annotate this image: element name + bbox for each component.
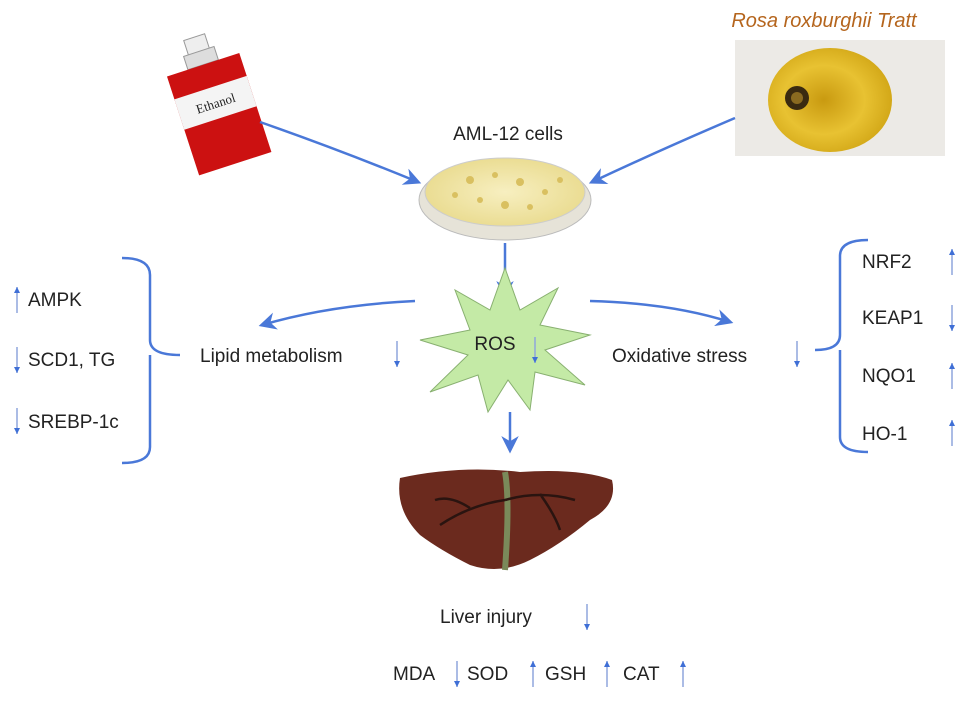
oxidative-item-nrf2: NRF2 [862,252,912,273]
lipid-item-scd1-tg: SCD1, TG [28,350,115,371]
lipid-item-ampk: AMPK [28,290,82,311]
liver-icon [399,469,614,571]
scd1-tg-down-arrow-icon [14,347,20,373]
ho1-up-arrow-icon [949,420,955,446]
ampk-up-arrow-icon [14,287,20,313]
direction-indicators [14,249,955,687]
rosa-roxburghii-photo [735,40,945,156]
ros-down-arrow-icon [532,337,538,363]
marker-cat: CAT [623,664,660,685]
liver-injury-down-arrow-icon [584,604,590,630]
petri-dish-icon [418,157,592,241]
ros-star-icon [419,266,592,414]
arrow-ros-to-lipid [258,299,416,330]
arrow-ethanol-to-cells [259,120,422,185]
lipid-down-arrow-icon [394,341,400,367]
lipid-label: Lipid metabolism [200,346,343,367]
nrf2-up-arrow-icon [949,249,955,275]
marker-sod: SOD [467,664,508,685]
oxidative-bracket [814,238,869,454]
lipid-bracket [121,256,181,465]
oxidative-item-keap1: KEAP1 [862,308,923,329]
oxidative-item-ho1: HO-1 [862,424,907,445]
nqo1-up-arrow-icon [949,363,955,389]
keap1-down-arrow-icon [949,305,955,331]
liver-injury-label: Liver injury [440,607,532,628]
oxidative-down-arrow-icon [794,341,800,367]
marker-mda: MDA [393,664,436,685]
gsh-up-arrow-icon [604,661,610,687]
sod-up-arrow-icon [530,661,536,687]
ethanol-bottle-icon: Ethanol [166,33,272,176]
oxidative-item-nqo1: NQO1 [862,366,916,387]
arrow-ros-to-oxidative [589,299,734,327]
cells-label: AML-12 cells [453,124,563,145]
cat-up-arrow-icon [680,661,686,687]
arrow-plant-to-cells [588,116,736,184]
srebp-down-arrow-icon [14,408,20,434]
oxidative-label: Oxidative stress [612,346,747,367]
lipid-item-srebp: SREBP-1c [28,412,119,433]
ros-label: ROS [474,334,515,355]
mda-down-arrow-icon [454,661,460,687]
plant-title: Rosa roxburghii Tratt [731,10,918,32]
marker-gsh: GSH [545,664,586,685]
